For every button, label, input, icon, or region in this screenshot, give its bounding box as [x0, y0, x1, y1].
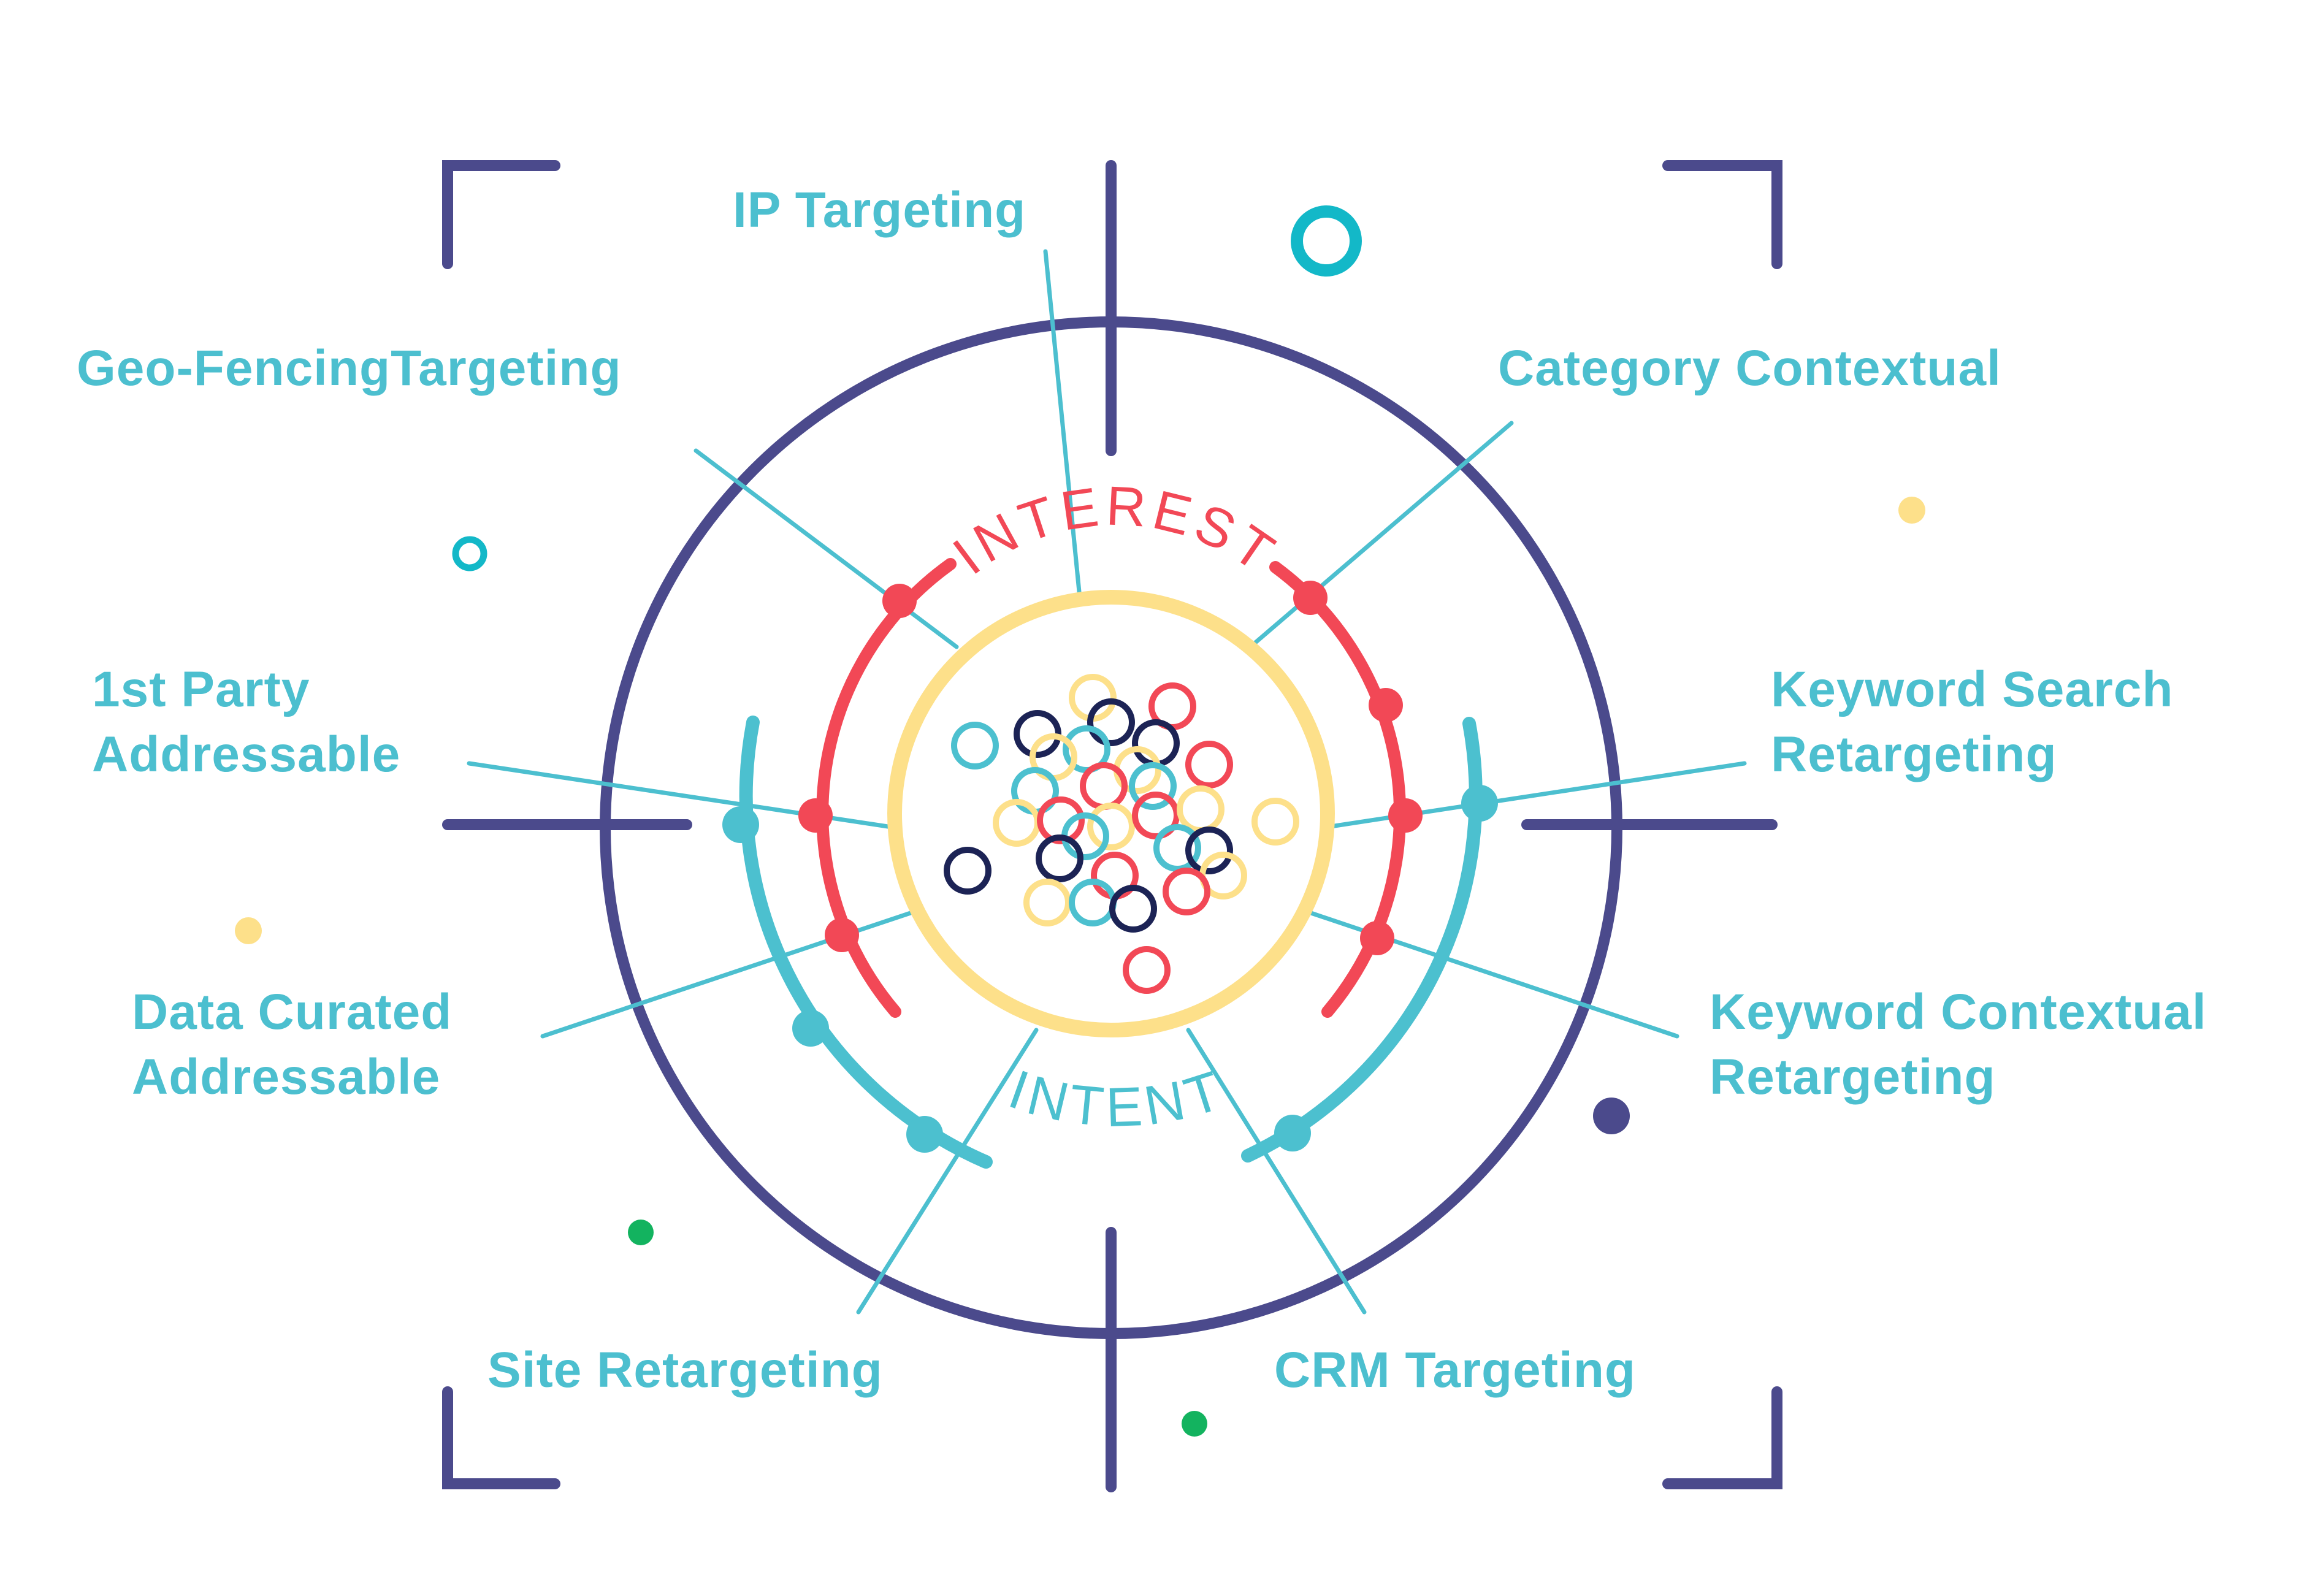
label-data-curated-line1: Data Curated: [132, 984, 452, 1040]
interest-arcs: [816, 558, 1407, 1018]
audience-circle: [1087, 803, 1135, 850]
audience-circle: [1163, 868, 1210, 915]
viewfinder-corners: [442, 160, 1782, 1489]
label-crm-targeting: CRM Targeting: [1274, 1342, 1636, 1398]
intent-dot: [1274, 1115, 1311, 1151]
intent-arc-left: [739, 716, 993, 1169]
audience-circle: [1037, 796, 1085, 844]
interest-dot: [1388, 798, 1423, 833]
accent-dot: [628, 1220, 654, 1245]
label-first-party-line1: 1st Party: [92, 662, 310, 717]
accent-dot: [1898, 497, 1925, 524]
accent-ring: [452, 536, 487, 571]
audience-circle: [1185, 827, 1233, 874]
audience-circle: [1080, 762, 1128, 810]
leader-category-contextual: [1251, 421, 1514, 646]
accent-dot: [1182, 1411, 1207, 1437]
audience-circle: [1123, 946, 1171, 994]
interest-dot: [1293, 581, 1328, 615]
audience-cluster: [944, 674, 1299, 994]
audience-circle: [1132, 792, 1180, 839]
decorative-accents: [235, 205, 1925, 1437]
audience-circle: [1129, 762, 1177, 810]
crosshair-ticks: [442, 160, 1778, 1492]
interest-dots: [798, 581, 1423, 955]
label-first-party-line2: Addressable: [92, 727, 400, 782]
inner-ring: [887, 590, 1335, 1037]
leader-crm-targeting: [1186, 1028, 1367, 1315]
intent-dots: [722, 785, 1498, 1153]
corner-top-left: [442, 160, 560, 269]
label-site-retargeting: Site Retargeting: [487, 1342, 883, 1398]
leader-lines: [467, 249, 1747, 1315]
label-data-curated-line2: Addressable: [132, 1049, 440, 1105]
audience-circle: [993, 799, 1041, 847]
intent-dot: [1461, 785, 1498, 822]
accent-ring: [1291, 205, 1362, 277]
corner-top-right: [1662, 160, 1782, 269]
audience-circle: [944, 847, 991, 895]
audience-circle: [1023, 879, 1071, 926]
audience-circle: [1251, 798, 1299, 846]
corner-bottom-left: [442, 1386, 560, 1489]
label-keyword-search-line2: Retargeting: [1771, 727, 2057, 782]
interest-dot: [1360, 921, 1394, 955]
label-geo-fencing: Geo-FencingTargeting: [77, 340, 622, 396]
label-keyword-search-line1: Keyword Search: [1771, 662, 2174, 717]
audience-circle: [1036, 834, 1083, 882]
targeting-labels: IP Targeting Geo-FencingTargeting Catego…: [77, 182, 2207, 1398]
accent-dot: [1593, 1098, 1630, 1134]
leader-site-retargeting: [856, 1028, 1039, 1315]
interest-label: INTEREST: [942, 475, 1289, 586]
audience-circle: [1153, 824, 1201, 872]
label-category-contextual: Category Contextual: [1498, 340, 2001, 396]
intent-dot: [792, 1010, 829, 1047]
audience-circle: [1177, 785, 1225, 833]
intent-label: INTENT: [1001, 1059, 1233, 1139]
audience-circle: [1069, 879, 1117, 926]
interest-dot: [798, 798, 833, 833]
label-keyword-contextual-line2: Retargeting: [1710, 1049, 1996, 1105]
leader-geo-fencing: [693, 448, 959, 649]
audience-circle: [1087, 698, 1135, 746]
interest-dot: [825, 918, 859, 952]
corner-bottom-right: [1662, 1386, 1782, 1489]
intent-dot: [722, 806, 759, 843]
label-keyword-contextual-line1: Keyword Contextual: [1710, 984, 2207, 1040]
accent-dot: [235, 917, 262, 944]
audience-circle: [1185, 741, 1233, 788]
intent-dot: [906, 1116, 943, 1153]
label-ip-targeting: IP Targeting: [733, 182, 1026, 238]
interest-dot: [882, 584, 917, 618]
leader-ip-targeting: [1043, 249, 1082, 594]
interest-dot: [1369, 688, 1403, 722]
audience-circle: [1109, 885, 1157, 933]
audience-circle: [951, 722, 999, 769]
